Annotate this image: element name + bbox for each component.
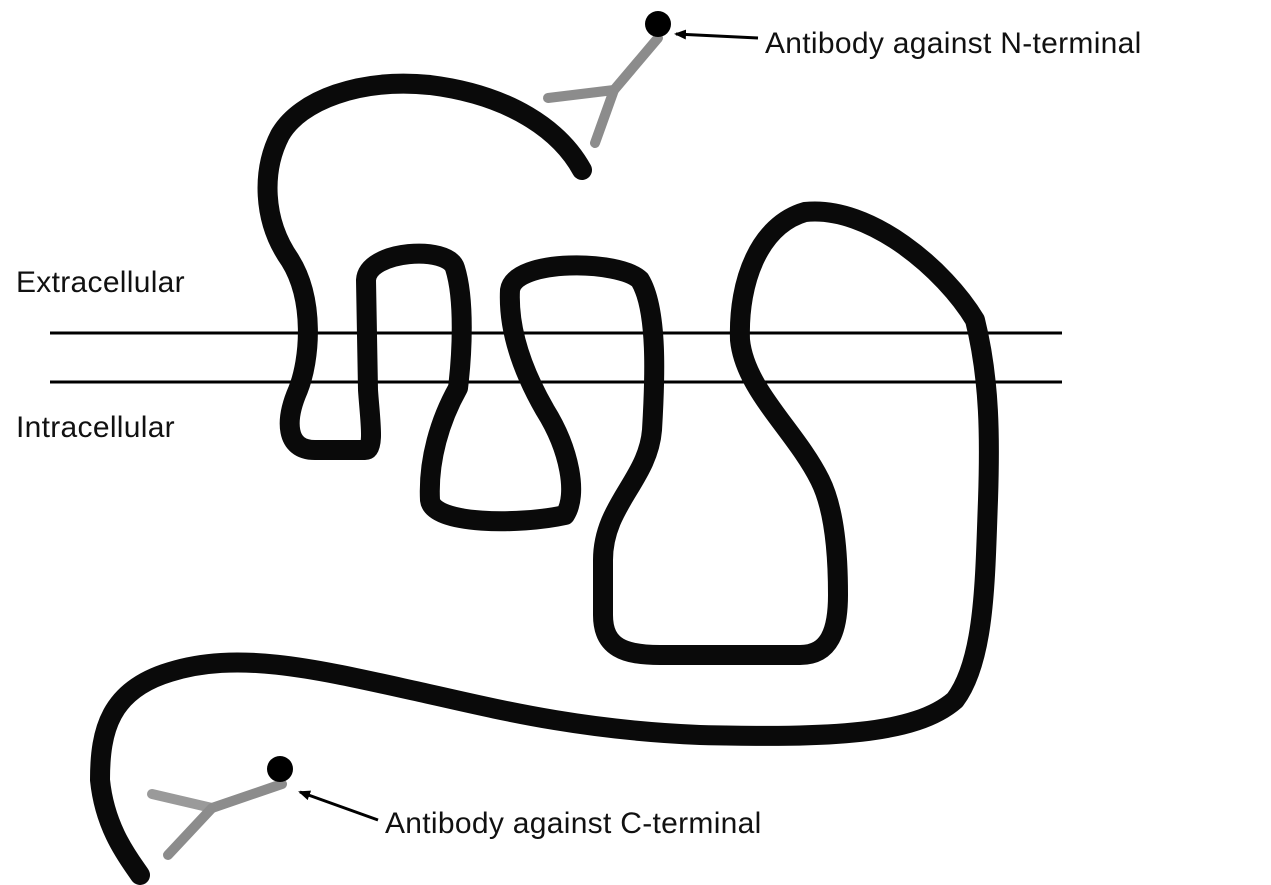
intracellular-label: Intracellular <box>16 411 175 444</box>
antibody-stem <box>614 38 658 90</box>
c-terminal-antibody-label: Antibody against C-terminal <box>385 807 762 840</box>
c-terminal-antibody <box>152 756 293 855</box>
antibody-arm <box>595 90 614 143</box>
antibody-arm <box>168 808 212 855</box>
antibody-stem <box>212 784 282 808</box>
antibody-arm <box>152 794 212 808</box>
antibody-tag-dot <box>645 11 671 37</box>
antibody-arm <box>548 90 614 98</box>
n-terminal-antibody-label: Antibody against N-terminal <box>765 27 1142 60</box>
c-terminal-arrow <box>300 792 378 820</box>
extracellular-label: Extracellular <box>16 266 185 299</box>
antibody-tag-dot <box>267 756 293 782</box>
protein-chain <box>100 84 989 875</box>
n-terminal-antibody <box>548 11 671 143</box>
n-terminal-arrow <box>676 34 758 38</box>
